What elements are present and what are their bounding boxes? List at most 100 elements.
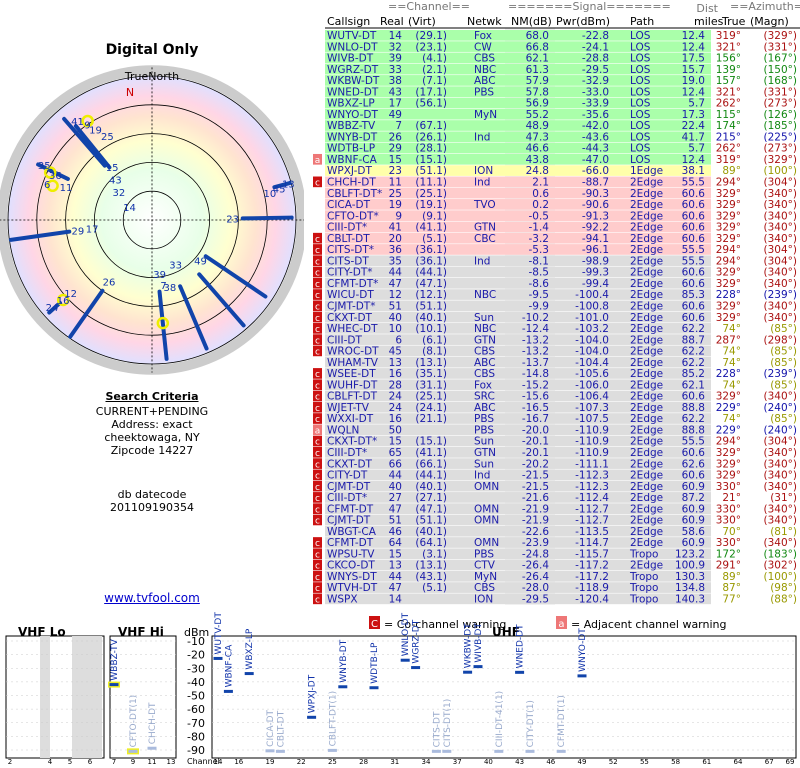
row-warning-flag [313, 311, 322, 323]
table-row-bg [325, 187, 711, 199]
band-label-uhf: UHF [492, 625, 520, 639]
y-tick-label: -90 [187, 744, 205, 757]
polar-channel-label: 38 [164, 283, 177, 294]
table-cell-dist: 60.6 [682, 233, 706, 245]
azimuth-bar [73, 123, 112, 170]
co-channel-flag-text: C [371, 619, 378, 630]
polar-channel-label: 25 [101, 132, 114, 143]
table-cell-nm: 56.9 [526, 98, 549, 110]
table-cell-nm: 48.9 [526, 120, 549, 132]
table-cell-nm: -20.0 [522, 424, 549, 436]
polar-channel-label: 10 [263, 189, 276, 200]
table-cell-netwk: PBS [474, 548, 494, 560]
row-warning-flag [313, 570, 322, 582]
x-axis-label: Channel [187, 757, 220, 766]
table-cell-virt: (5.1) [422, 582, 447, 594]
table-row-bg [325, 413, 711, 424]
db-datecode-label: db datecode [117, 488, 187, 501]
table-cell-nm: 43.8 [526, 154, 549, 166]
table-cell-dist: 38.1 [682, 165, 705, 177]
table-cell-real: 49 [389, 109, 402, 121]
table-cell-nm: -21.9 [522, 503, 549, 515]
row-warning-flag [313, 277, 322, 289]
search-criteria: Search Criteria CURRENT+PENDING Address:… [0, 390, 304, 457]
table-cell-netwk: ABC [474, 402, 496, 414]
true-north-label: TrueNorth [124, 70, 179, 83]
table-cell-pwr: -33.0 [582, 86, 609, 98]
row-warning-flag-text: a [315, 156, 321, 166]
table-cell-dist: 60.6 [682, 300, 706, 312]
table-cell-pwr: -28.8 [582, 53, 609, 65]
table-cell-pwr: -113.5 [575, 526, 609, 538]
station-label: WUTV-DT [214, 612, 224, 655]
table-row-bg [325, 334, 711, 345]
table-cell-nm: -15.6 [522, 391, 549, 403]
row-warning-flag-text: c [315, 291, 320, 301]
azimuth-bar [203, 254, 268, 299]
table-cell-nm: 66.8 [526, 41, 549, 53]
table-cell-callsign: CFTO-DT* [327, 210, 379, 222]
table-cell-pwr: -106.0 [575, 379, 609, 391]
station-marker [400, 658, 410, 662]
table-cell-real: 24 [389, 391, 403, 403]
table-row-bg [325, 435, 711, 447]
table-cell-nm: -8.1 [529, 255, 550, 267]
station-marker [213, 656, 223, 660]
table-cell-netwk: PBS [474, 424, 494, 436]
table-cell-pwr: -32.9 [582, 75, 609, 87]
row-warning-flag [313, 413, 322, 424]
table-cell-magn: (126°) [764, 109, 797, 121]
table-cell-callsign: WPSU-TV [327, 548, 375, 560]
highlight-marker [46, 179, 59, 193]
polar-channel-label: 7 [160, 281, 166, 292]
row-warning-flag [313, 559, 322, 571]
table-cell-nm: 0.6 [532, 188, 549, 200]
table-cell-magn: (340°) [764, 391, 797, 403]
table-cell-callsign: WHAM-TV [327, 357, 379, 369]
row-warning-flag-text: c [315, 404, 320, 414]
station-label: WNYB-DT [339, 639, 349, 682]
station-label: WNYO-DT [578, 628, 588, 672]
table-cell-callsign: WXXI-DT [327, 413, 374, 425]
row-warning-flag-text: c [315, 449, 320, 459]
polar-channel-label: 19 [89, 126, 102, 137]
table-cell-virt: (17.1) [415, 86, 447, 98]
row-warning-flag-text: c [315, 539, 320, 549]
table-cell-path: 2Edge [630, 334, 663, 346]
polar-channel-label: 13 [282, 179, 295, 190]
tvfool-link[interactable]: www.tvfool.com [104, 591, 200, 605]
table-cell-az: 77° [722, 594, 741, 606]
table-cell-dist: 88.7 [682, 334, 705, 346]
row-warning-flag [313, 266, 322, 278]
table-cell-real: 14 [389, 594, 403, 606]
table-cell-callsign: CJMT-DT* [327, 300, 375, 312]
table-cell-path: LOS [630, 86, 651, 98]
row-warning-flag [313, 548, 322, 560]
table-cell-az: 330° [716, 515, 741, 527]
adjacent-channel-flag-text: a [558, 619, 564, 630]
table-cell-az: 321° [716, 41, 741, 53]
table-cell-virt: (5.1) [422, 233, 447, 245]
table-column-header: (Magn) [750, 15, 789, 28]
table-cell-virt: (15.1) [415, 154, 447, 166]
table-cell-netwk: SRC [474, 391, 495, 403]
table-cell-real: 28 [389, 379, 402, 391]
table-cell-netwk: CW [474, 41, 492, 53]
table-cell-magn: (31°) [770, 492, 797, 504]
station-label: WKBW-DT [464, 623, 474, 668]
table-cell-pwr: -90.6 [582, 199, 609, 211]
table-cell-dist: 60.6 [682, 210, 706, 222]
table-cell-pwr: -88.7 [582, 177, 609, 189]
table-row-bg [325, 401, 711, 413]
table-cell-az: 329° [716, 447, 741, 459]
table-cell-real: 35 [389, 255, 402, 267]
x-tick-label: 40 [484, 758, 493, 766]
table-cell-virt: (21.1) [415, 413, 447, 425]
y-tick-label: -70 [187, 717, 205, 730]
table-cell-pwr: -117.2 [575, 571, 609, 583]
table-cell-dist: 60.9 [682, 503, 705, 515]
table-cell-pwr: -91.3 [582, 210, 609, 222]
table-cell-callsign: CITY-DT [327, 470, 368, 482]
